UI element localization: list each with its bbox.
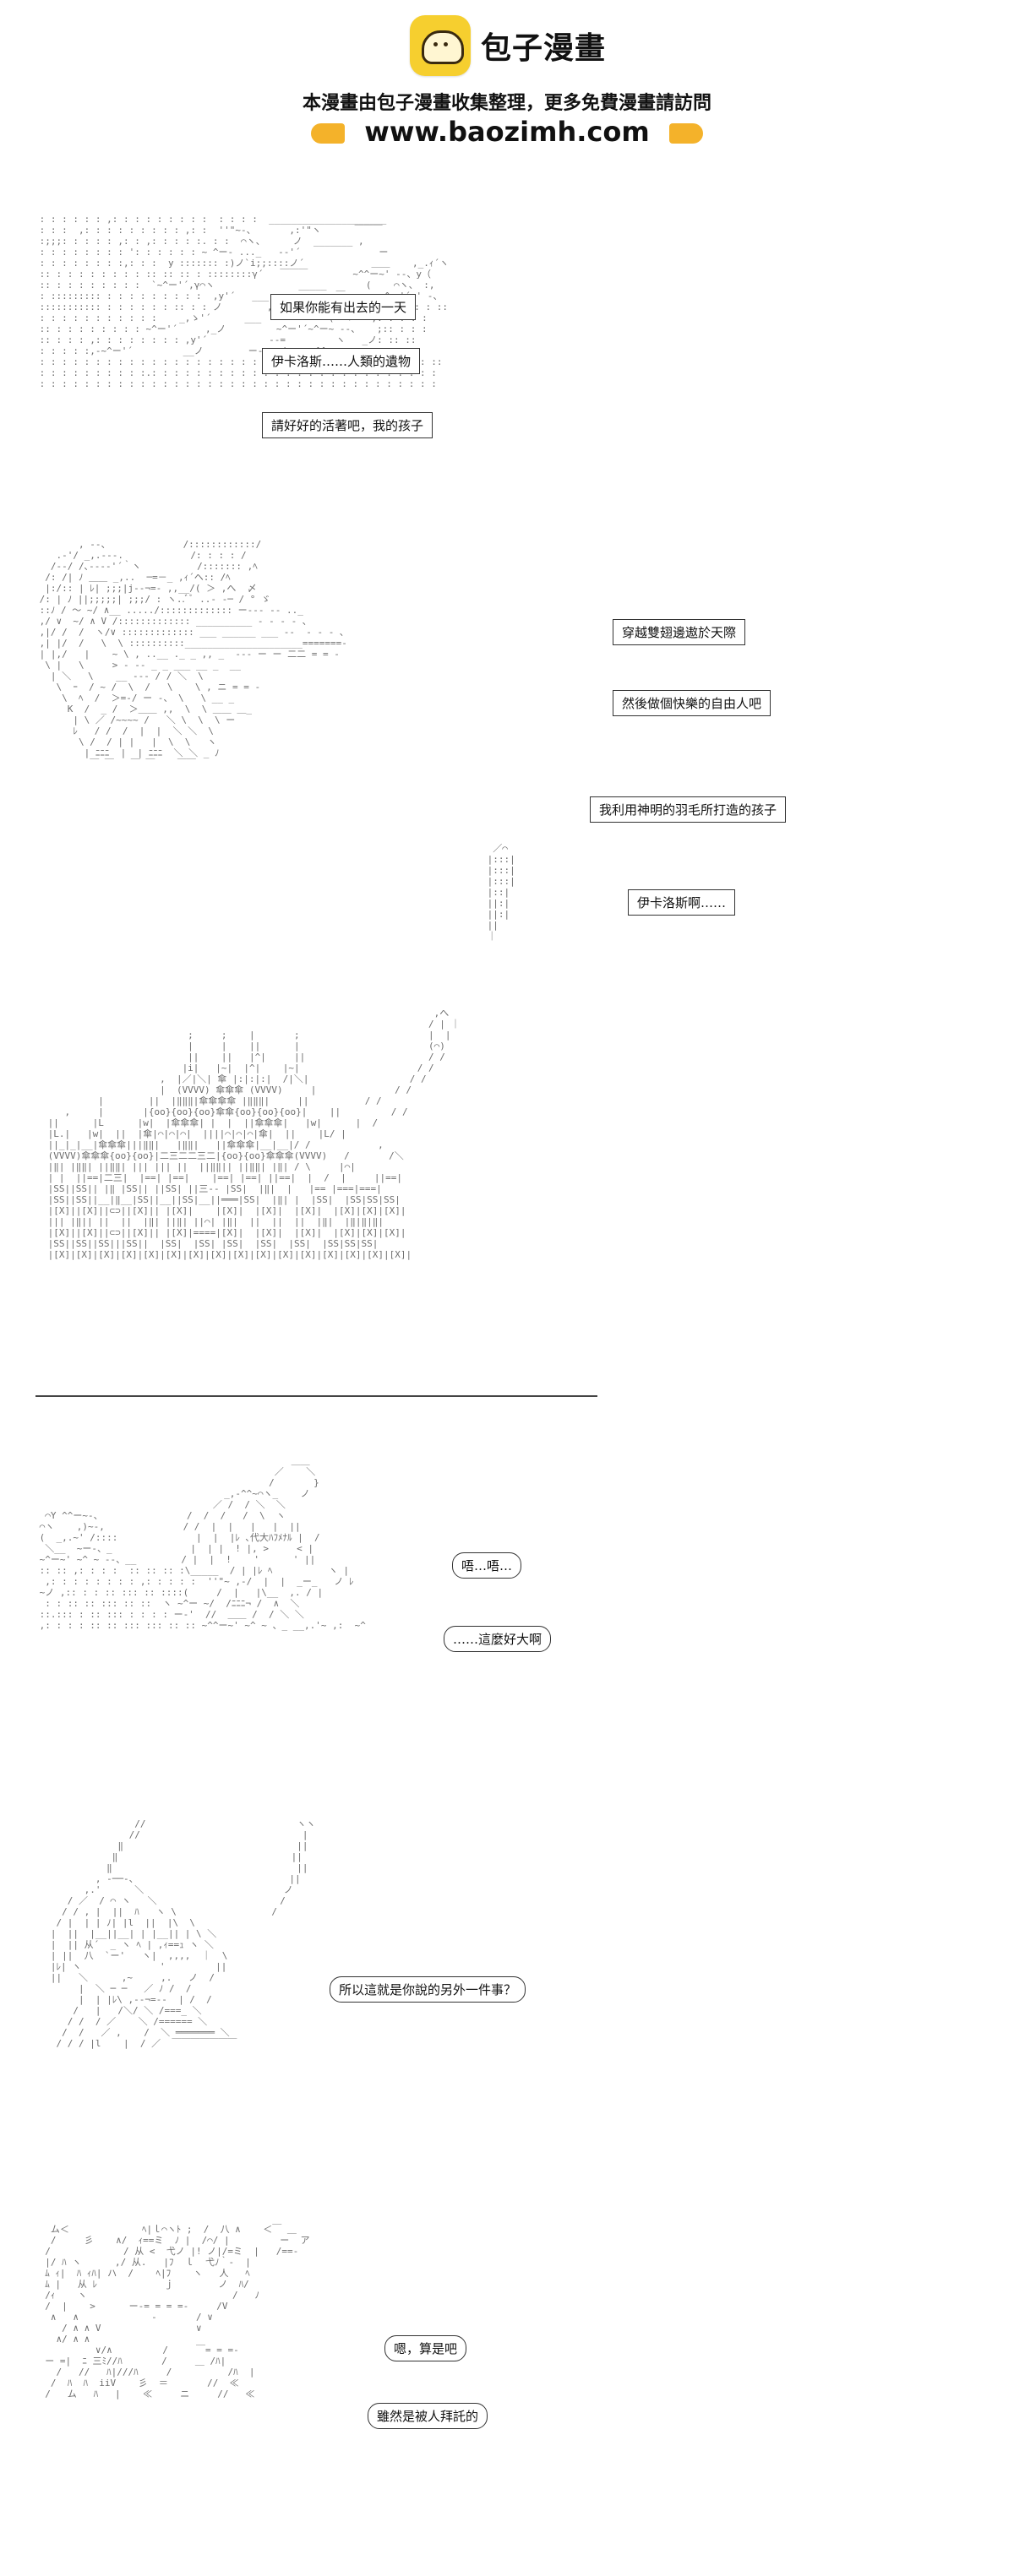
pointing-hand-right-icon bbox=[311, 123, 346, 144]
comic-panel-1: : : : : : : ,: : : : : : : : : : : : : _… bbox=[25, 203, 989, 507]
speech-bubble: 雖然是被人拜託的 bbox=[368, 2403, 488, 2429]
pointing-hand-left-icon bbox=[668, 123, 703, 144]
speech-bubble: ……這麼好大啊 bbox=[444, 1626, 552, 1652]
panel-4-ascii-art: ＿＿ ／ ＼ / } _,-^^~⌒ヽ_ ノ ／ / / ＼ ＼ bbox=[39, 1455, 366, 1631]
panel-6-ascii-art: ム＜ ﾍ|ｌ⌒ヽﾄ ; / 八 ∧ ＜￣ ＿ / 彡 ∧/ ｨ==ミ ﾉ | /… bbox=[45, 2224, 310, 2399]
speech-bubble: 然後做個快樂的自由人吧 bbox=[613, 690, 771, 716]
site-logo[interactable]: 包子漫畫 bbox=[410, 15, 606, 76]
speech-bubble: 所以這就是你說的另外一件事？ bbox=[330, 1976, 526, 2003]
logo-text: 包子漫畫 bbox=[481, 31, 607, 66]
panel-3-ascii-art: ,へ / | ｜ ; ; | ; | | | | || | bbox=[47, 1008, 461, 1260]
speech-bubble: 伊卡洛斯啊…… bbox=[628, 889, 736, 916]
comic-panel-6: ム＜ ﾍ|ｌ⌒ヽﾄ ; / 八 ∧ ＜￣ ＿ / 彡 ∧/ ｨ==ミ ﾉ | /… bbox=[25, 2213, 989, 2576]
panel-3-ground-line bbox=[35, 1395, 597, 1397]
site-header: 包子漫畫 本漫畫由包子漫畫收集整理，更多免費漫畫請訪問 www.baozimh.… bbox=[0, 0, 1014, 160]
speech-bubble: 如果你能有出去的一天 bbox=[270, 294, 417, 320]
comic-panel-4: ＿＿ ／ ＼ / } _,-^^~⌒ヽ_ ノ ／ / / ＼ ＼ bbox=[25, 1444, 989, 1765]
speech-bubble: 唔…唔… bbox=[452, 1552, 522, 1579]
speech-bubble: 我利用神明的羽毛所打造的孩子 bbox=[590, 796, 787, 823]
site-subtitle: 本漫畫由包子漫畫收集整理，更多免費漫畫請訪問 bbox=[302, 93, 711, 114]
baozi-logo-icon bbox=[410, 15, 471, 76]
speech-bubble: 請好好的活著吧，我的孩子 bbox=[262, 412, 433, 438]
site-url-link[interactable]: www.baozimh.com bbox=[364, 116, 650, 148]
panel-1-ascii-art: : : : : : : ,: : : : : : : : : : : : : _… bbox=[39, 214, 449, 389]
panel-2-ascii-art: , --、 /::::::::::::/ .-'/ _,.---. /: : :… bbox=[39, 539, 347, 769]
comic-panel-5: // ヽヽ // | ‖ || ‖ || ‖ bbox=[25, 1807, 989, 2171]
speech-bubble: 穿越雙翅邊遨於天際 bbox=[613, 619, 746, 645]
panel-2-feather-ascii-art: ／⌒ |:::| |:::| |:::| |::| ||:| ||:| || ｜ bbox=[487, 843, 515, 942]
comic-panel-2: , --、 /::::::::::::/ .-'/ _,.---. /: : :… bbox=[25, 528, 989, 967]
panel-5-ascii-art: // ヽヽ // | ‖ || ‖ || ‖ bbox=[50, 1818, 316, 2049]
comic-panel-3: ,へ / | ｜ ; ; | ; | | | | || | bbox=[25, 997, 989, 1402]
site-url-row: www.baozimh.com bbox=[0, 116, 1014, 148]
speech-bubble: 嗯，算是吧 bbox=[384, 2335, 467, 2361]
speech-bubble: 伊卡洛斯……人類的遺物 bbox=[262, 348, 421, 374]
